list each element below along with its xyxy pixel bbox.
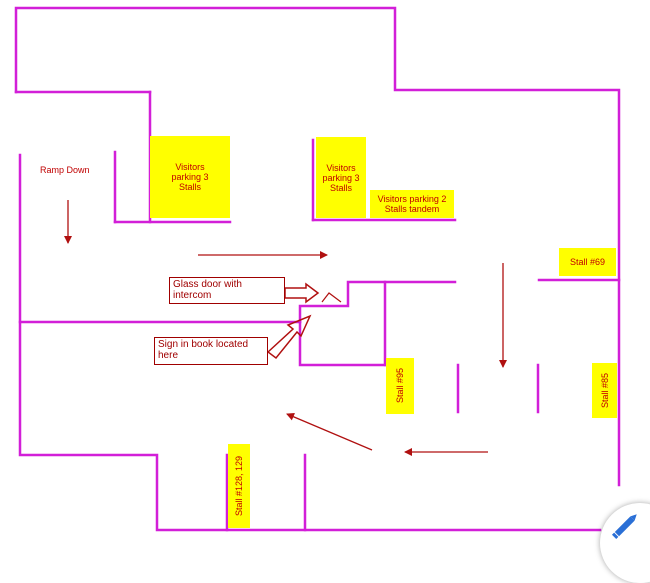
- outer-wall-left: [18, 153, 602, 532]
- stall-85: Stall #85: [592, 363, 617, 418]
- glass-door-icon: [321, 292, 342, 303]
- stall-95-label: Stall #95: [395, 368, 405, 404]
- traffic-arrows: [64, 200, 507, 456]
- stall-85-label: Stall #85: [599, 372, 610, 409]
- stall-69: Stall #69: [559, 248, 616, 276]
- stall-128-129: Stall #128, 129: [228, 444, 250, 528]
- parking-floor-plan: [14, 6, 621, 532]
- visitors-parking-center: Visitors parking 3 Stalls: [316, 137, 366, 218]
- door-symbol: [321, 292, 342, 303]
- lobby-bottom: [298, 320, 387, 367]
- pencil-icon: [611, 514, 637, 540]
- walls: [14, 6, 621, 532]
- ramp-down-label: Ramp Down: [40, 165, 90, 175]
- glass-door-callout: Glass door with intercom: [169, 277, 285, 304]
- callout-pointers: [266, 282, 320, 360]
- visitors-parking-tandem: Visitors parking 2 Stalls tandem: [370, 190, 454, 218]
- lobby-wall: [298, 280, 387, 367]
- edit-button[interactable]: [600, 503, 650, 583]
- outer-wall-top: [14, 6, 621, 487]
- arrow-diagonal: [286, 413, 373, 451]
- stall-95: Stall #95: [386, 358, 414, 414]
- visitors-parking-left: Visitors parking 3 Stalls: [150, 136, 230, 218]
- pointer-sign-in: [266, 314, 312, 360]
- pointer-glass-door: [284, 282, 320, 304]
- sign-in-callout: Sign in book located here: [154, 337, 268, 365]
- stall-128-129-label: Stall #128, 129: [234, 455, 244, 517]
